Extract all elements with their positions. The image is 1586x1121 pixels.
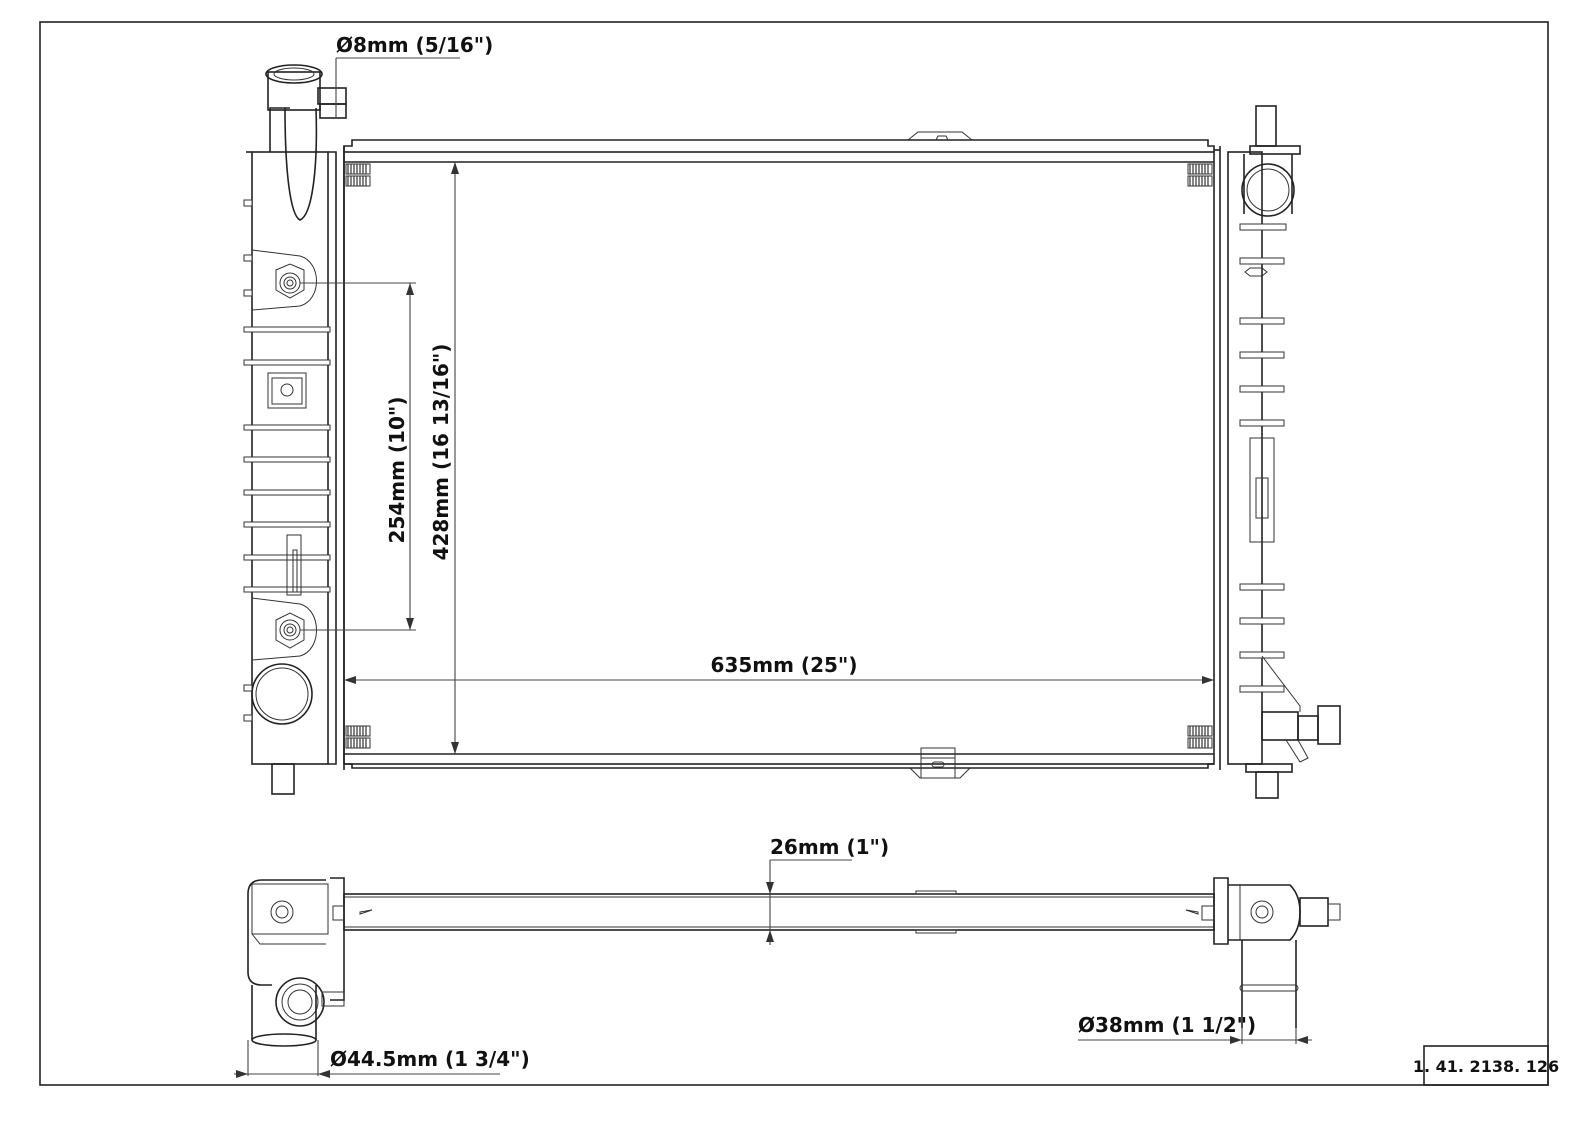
part-number-box (1423, 1045, 1549, 1086)
upper-hose-neck (1241, 163, 1295, 217)
right-tank (1214, 105, 1341, 799)
top-view: 26mm (1") Ø44.5mm (1 3/4") Ø38mm (1 1/2"… (234, 835, 1341, 1078)
part-number: 1. 41. 2138. 126 (1413, 1057, 1559, 1076)
lower-hose-neck (251, 663, 313, 725)
inlet-diameter-dim: Ø44.5mm (1 3/4") (330, 1047, 530, 1071)
drain-valve (1317, 705, 1341, 745)
bleed-fitting (317, 87, 347, 105)
fin-samples (345, 163, 1213, 749)
port-spacing-dim: 254mm (10") (385, 397, 409, 544)
drain-valve-top (1299, 897, 1329, 927)
outlet-diameter-dim: Ø38mm (1 1/2") (1078, 1013, 1256, 1037)
core-height-dim: 428mm (16 13/16") (429, 344, 453, 561)
top-bracket (907, 131, 973, 141)
upper-port-fitting (275, 263, 305, 299)
bottom-bracket (909, 767, 971, 779)
drawing-frame (39, 21, 1549, 1086)
dimension-lines (300, 57, 1214, 754)
left-tank (243, 64, 347, 795)
core-thickness-dim: 26mm (1") (770, 835, 889, 859)
inlet-neck-top (275, 977, 325, 1027)
filler-cap (267, 71, 321, 111)
lower-port-fitting (275, 612, 305, 649)
core-width-dim: 635mm (25") (711, 653, 858, 677)
core-top-view (343, 893, 1215, 931)
bleed-fitting-dim: Ø8mm (5/16") (336, 33, 493, 57)
front-view: Ø8mm (5/16") 254mm (10") 428mm (16 13/16… (243, 33, 1341, 799)
